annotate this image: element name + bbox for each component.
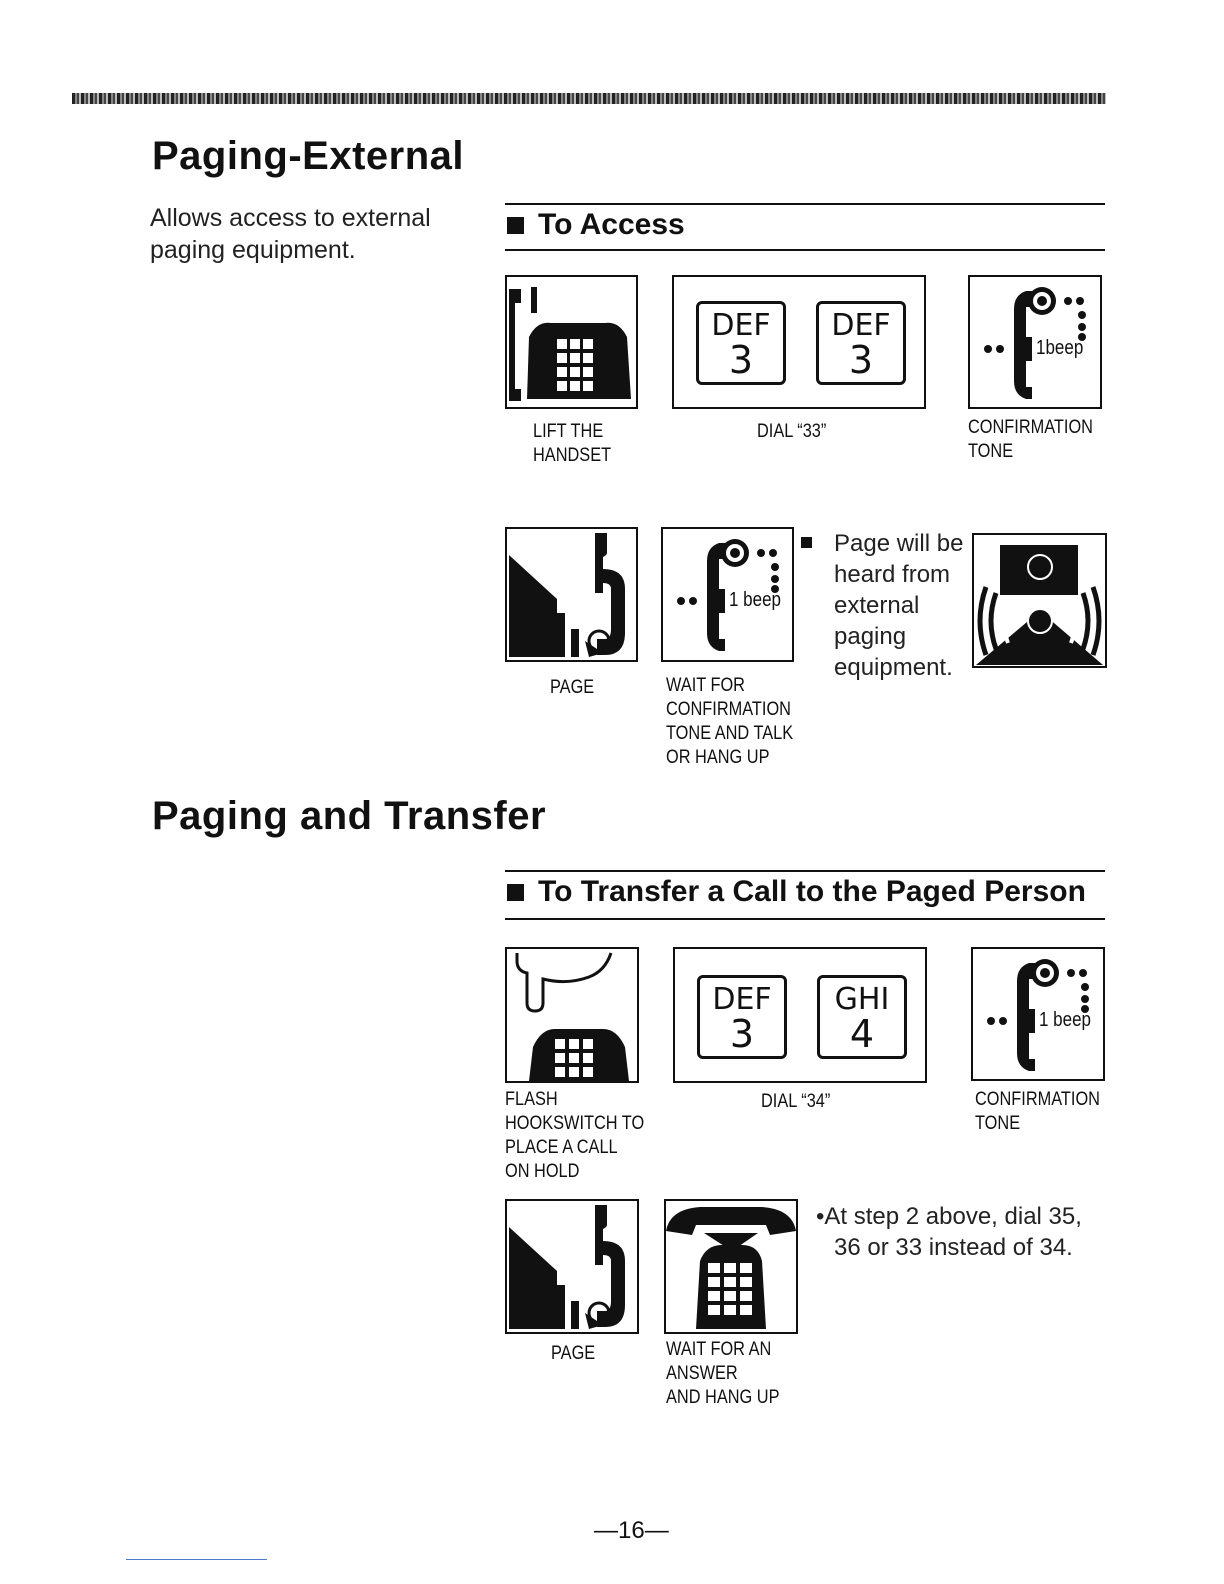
beep-label: 1 beep	[1039, 1009, 1091, 1031]
step-flash-hookswitch	[505, 947, 639, 1083]
confirmation-tone-icon	[987, 959, 1089, 1071]
flash-hookswitch-icon	[515, 952, 629, 1081]
confirmation-tone-icon	[984, 287, 1086, 399]
note-alternate-dial: •At step 2 above, dial 35, 36 or 33 inst…	[816, 1203, 1082, 1261]
step-wait-confirmation: 1 beep	[661, 527, 794, 662]
section-title-paging-external: Paging-External	[152, 134, 465, 178]
lift-handset-icon	[509, 287, 631, 401]
step-page	[505, 527, 638, 662]
step-caption: PAGE	[550, 677, 595, 698]
bullet-square-icon	[507, 883, 524, 901]
beep-label: 1 beep	[729, 589, 781, 611]
step-caption: LIFT THE HANDSET	[533, 421, 612, 466]
beep-label: 1beep	[1036, 337, 1084, 359]
note-page-heard: Page will be heard from external paging …	[834, 530, 964, 681]
step-caption: DIAL “34”	[761, 1091, 831, 1112]
step-caption: FLASH HOOKSWITCH TO PLACE A CALL ON HOLD	[505, 1089, 645, 1182]
speaker-box	[972, 533, 1107, 668]
step-dial-keys: DEF 3 DEF 3	[672, 275, 926, 409]
link-underline	[126, 1559, 267, 1560]
subsection-heading-to-access: To Access	[507, 206, 685, 244]
section-intro: Allows access to external paging equipme…	[150, 204, 431, 264]
page-number: —16—	[594, 1517, 669, 1544]
step-caption: CONFIRMATION TONE	[975, 1089, 1100, 1134]
section-rule-top	[505, 203, 1105, 205]
section-title-paging-transfer: Paging and Transfer	[152, 794, 547, 838]
step-caption: WAIT FOR CONFIRMATION TONE AND TALK OR H…	[666, 675, 794, 768]
step-caption: PAGE	[551, 1343, 596, 1364]
confirmation-tone-icon	[677, 539, 779, 651]
page-icon	[509, 533, 625, 657]
top-decorative-rule	[72, 93, 1106, 104]
step-confirmation-tone: 1 beep	[971, 947, 1105, 1081]
key-button: GHI 4	[817, 975, 907, 1059]
key-button: DEF 3	[816, 301, 906, 385]
page-icon	[509, 1205, 625, 1329]
section-rule-bottom	[505, 249, 1105, 251]
key-button: DEF 3	[696, 301, 786, 385]
bullet-square-icon	[801, 537, 812, 548]
step-confirmation-tone: 1beep	[968, 275, 1102, 409]
step-caption: WAIT FOR AN ANSWER AND HANG UP	[666, 1339, 780, 1408]
step-dial-keys: DEF 3 GHI 4	[673, 947, 927, 1083]
hang-up-icon	[666, 1207, 796, 1329]
step-caption: DIAL “33”	[757, 421, 827, 442]
step-lift-handset	[505, 275, 638, 409]
subsection-heading-transfer: To Transfer a Call to the Paged Person	[507, 872, 1086, 912]
bullet-square-icon	[507, 216, 524, 234]
step-caption: CONFIRMATION TONE	[968, 417, 1093, 462]
key-button: DEF 3	[697, 975, 787, 1059]
step-page	[505, 1199, 639, 1334]
step-hang-up	[664, 1199, 798, 1334]
section-rule-top	[505, 870, 1105, 872]
speaker-icon	[974, 535, 1105, 666]
section-rule-bottom	[505, 918, 1105, 920]
